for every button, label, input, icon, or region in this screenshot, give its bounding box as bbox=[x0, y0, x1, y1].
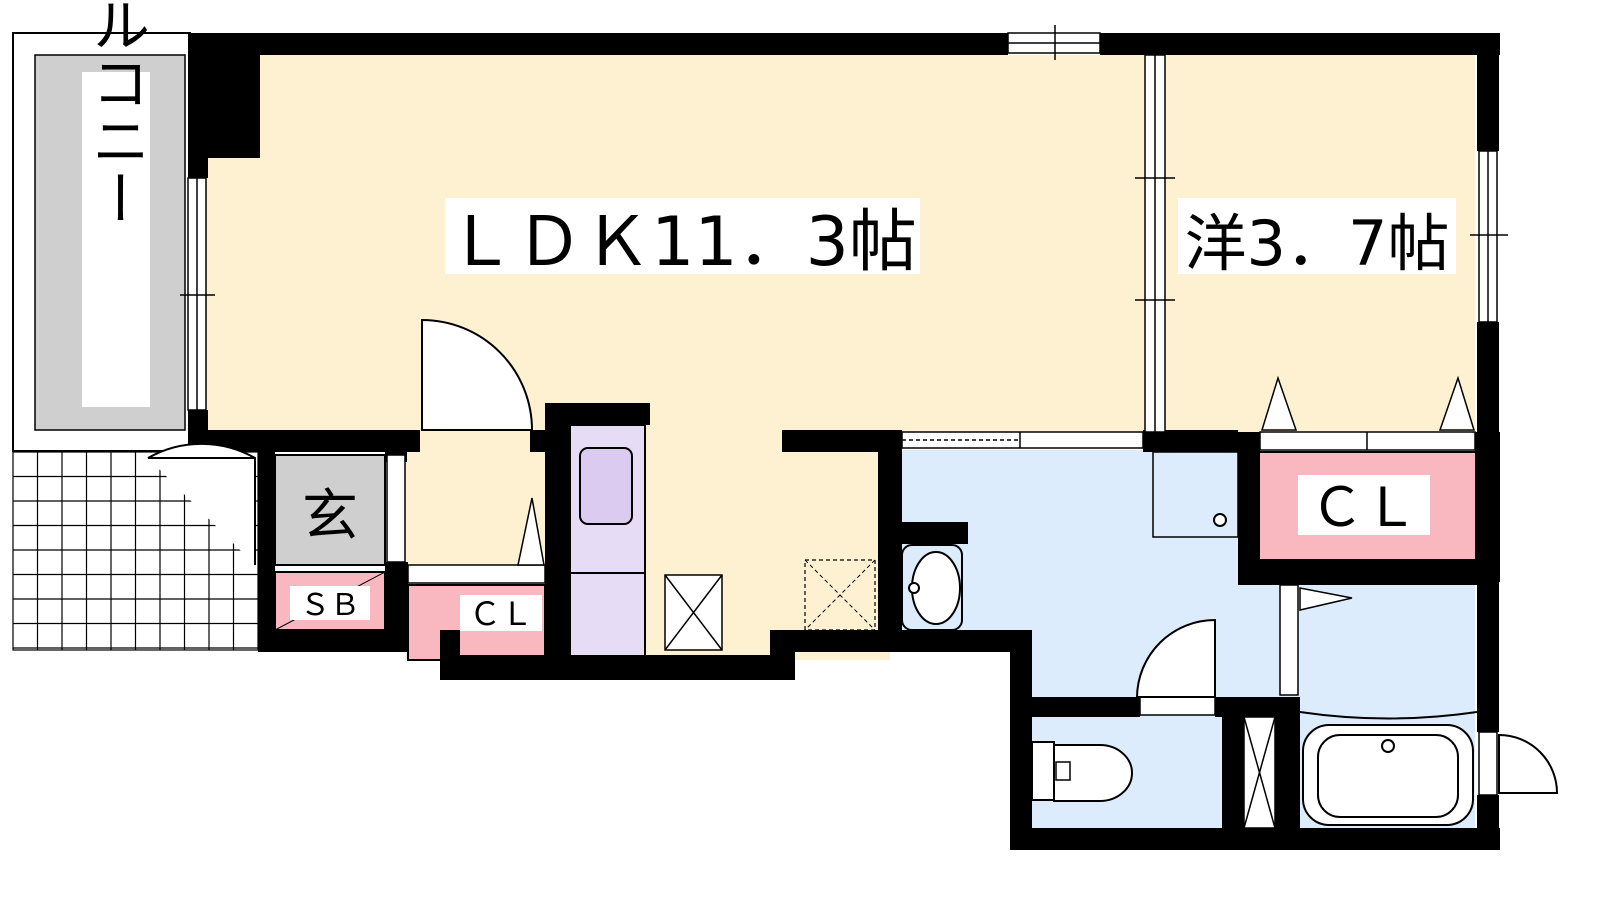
entrance-door bbox=[147, 442, 256, 565]
closet-small-label-bg bbox=[460, 595, 542, 631]
shoe-box-label: ＳＢ bbox=[300, 588, 360, 623]
kitchen-fixtures bbox=[569, 424, 876, 658]
western-label: 洋3．7帖 bbox=[1185, 207, 1450, 280]
entrance-jamb bbox=[386, 454, 406, 563]
entrance-floor bbox=[274, 454, 386, 566]
balcony-label: バルコニー bbox=[82, 0, 150, 227]
closet-large-label-bg bbox=[1298, 475, 1430, 535]
shoe-box-label-bg bbox=[290, 586, 370, 620]
closet-markers bbox=[517, 375, 1476, 611]
bath-outer-door bbox=[1498, 733, 1559, 794]
bathtub bbox=[1302, 724, 1474, 826]
bathtub-inner bbox=[1317, 734, 1459, 818]
windows bbox=[180, 25, 1508, 829]
ldk-label-bg bbox=[445, 198, 920, 274]
balcony-label-bg bbox=[82, 72, 150, 407]
toilet-door bbox=[1136, 618, 1216, 698]
western-label-bg bbox=[1178, 198, 1456, 274]
balcony-area bbox=[12, 32, 191, 452]
sanitary-fixtures bbox=[901, 451, 1478, 826]
ldk-label: ＬＤＫ11．3帖 bbox=[447, 203, 917, 282]
closet-large-label: ＣＬ bbox=[1310, 476, 1418, 539]
walls bbox=[188, 33, 1500, 850]
entrance-label: 玄 bbox=[302, 484, 358, 549]
bath-curtain bbox=[1299, 711, 1478, 720]
closet-small-top bbox=[407, 564, 546, 584]
washing-machine-area bbox=[1152, 451, 1239, 538]
doors bbox=[147, 318, 1559, 794]
toilet-tank bbox=[1031, 741, 1055, 801]
closet-small-label: ＣＬ bbox=[469, 595, 533, 633]
bath-window bbox=[1478, 731, 1498, 796]
ldk-door bbox=[421, 318, 534, 431]
washbasin-counter bbox=[901, 544, 963, 631]
sink-icon bbox=[579, 447, 633, 525]
bath-door bbox=[1279, 584, 1299, 696]
labels: ＬＤＫ11．3帖 洋3．7帖 バルコニー 玄 ＳＢ ＣＬ ＣＬ bbox=[82, 0, 1456, 633]
toilet-door-gap bbox=[1139, 696, 1216, 716]
toilet-bowl bbox=[1053, 744, 1133, 802]
